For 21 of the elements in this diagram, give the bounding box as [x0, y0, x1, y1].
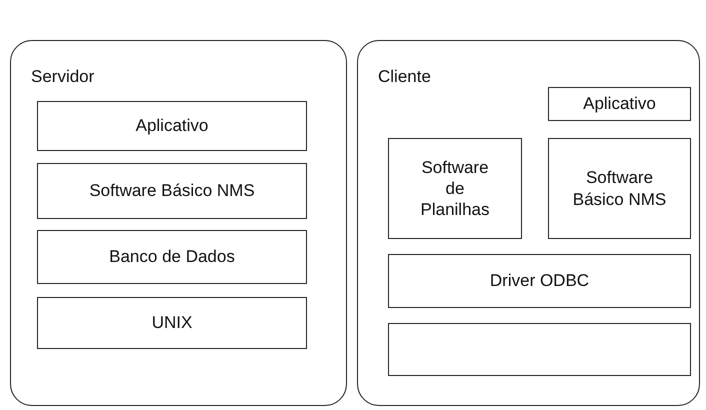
layer-box [388, 254, 691, 308]
layer-label: Banco de Dados [109, 246, 235, 268]
layer-box [548, 138, 691, 239]
panel [10, 40, 347, 406]
layer-box [548, 87, 691, 121]
layer-box [37, 163, 307, 219]
layer-label: Software Básico NMS [89, 180, 255, 202]
layer-box [388, 323, 691, 376]
panel-heading: Cliente [378, 66, 431, 88]
layer-box [37, 297, 307, 349]
layer-box [37, 230, 307, 284]
layer-box [388, 138, 522, 239]
layer-label: Aplicativo [583, 93, 656, 115]
layer-label: Aplicativo [136, 115, 208, 137]
layer-box [37, 101, 307, 151]
layer-label: UNIX [152, 312, 192, 334]
layer-label: Software Básico NMS [572, 167, 668, 210]
panel-heading: Servidor [31, 66, 94, 88]
layer-label: Software de Planilhas [420, 156, 490, 220]
layer-label: Driver ODBC [490, 270, 590, 292]
panel [357, 40, 700, 406]
